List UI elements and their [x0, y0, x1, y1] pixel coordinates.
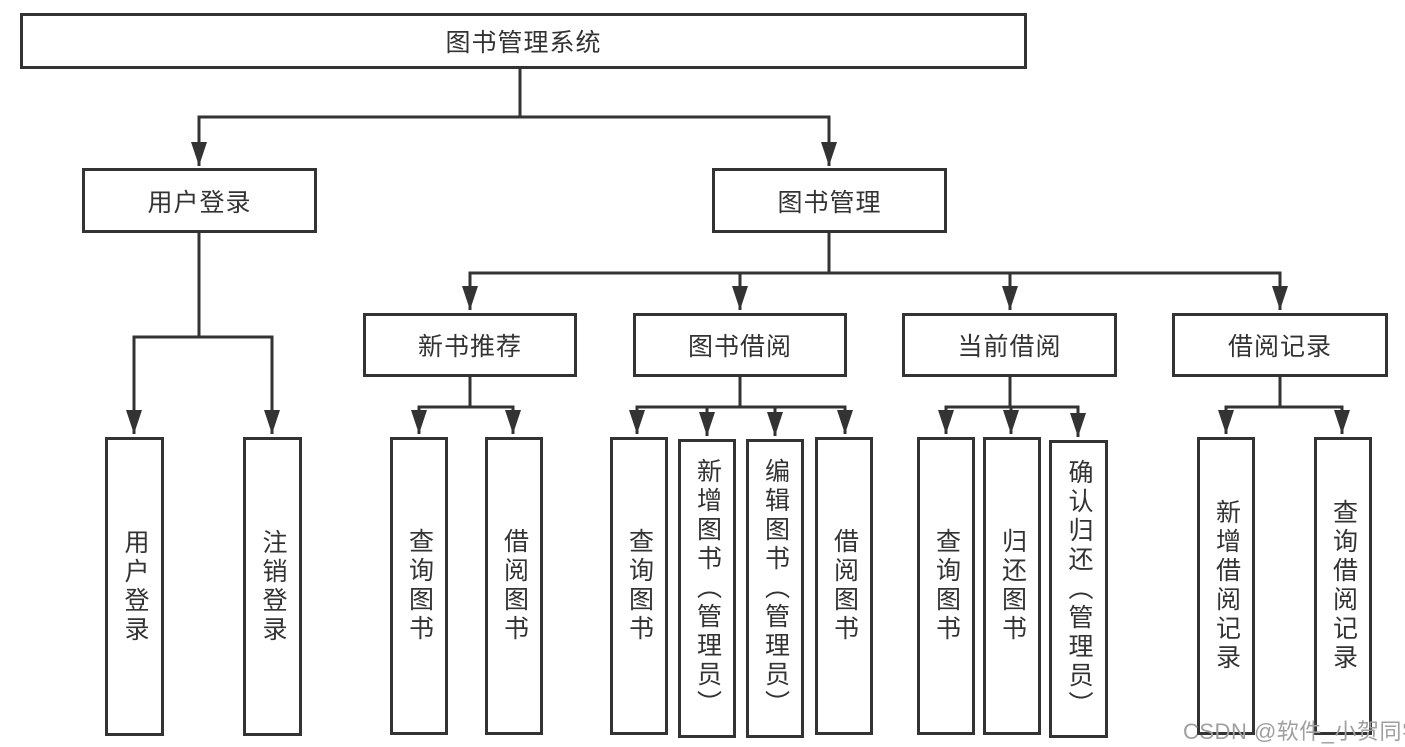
node-new-book-recommend: 新书推荐 — [363, 313, 577, 377]
connector-mgmt-to-level3 — [462, 233, 1288, 310]
leaf-borrow-query-books-label: 查询图书 — [625, 528, 654, 644]
leaf-user-login: 用户登录 — [105, 437, 164, 736]
connector-borrow-to-leaves — [629, 377, 853, 436]
node-root-label: 图书管理系统 — [445, 29, 602, 57]
node-user-login: 用户登录 — [82, 168, 317, 233]
node-borrow-records: 借阅记录 — [1172, 313, 1388, 377]
leaf-borrow-edit-books-admin: 编辑图书（管理员） — [746, 439, 804, 738]
leaf-current-return-books: 归还图书 — [983, 437, 1041, 735]
connector-root-to-level2 — [191, 69, 837, 166]
connector-current-to-leaves — [938, 377, 1086, 437]
watermark: CSDN @软件_小贺同学 — [1183, 719, 1405, 744]
leaf-borrow-borrow-books-label: 借阅图书 — [830, 528, 859, 644]
leaf-newbooks-borrow-books-label: 借阅图书 — [500, 528, 529, 644]
node-book-borrow-label: 图书借阅 — [687, 333, 792, 361]
node-new-book-recommend-label: 新书推荐 — [417, 333, 522, 361]
leaf-records-add-record-label: 新增借阅记录 — [1212, 499, 1241, 673]
leaf-records-add-record: 新增借阅记录 — [1197, 437, 1255, 735]
leaf-borrow-borrow-books: 借阅图书 — [815, 437, 873, 735]
leaf-current-query-books-label: 查询图书 — [932, 528, 961, 644]
node-book-borrow: 图书借阅 — [633, 313, 847, 377]
node-root: 图书管理系统 — [20, 13, 1027, 69]
node-book-management: 图书管理 — [712, 168, 947, 233]
connector-newbooks-to-leaves — [411, 377, 521, 434]
leaf-newbooks-query-books: 查询图书 — [390, 437, 448, 735]
leaf-current-confirm-return-admin: 确认归还（管理员） — [1049, 440, 1108, 738]
leaf-borrow-add-books-admin: 新增图书（管理员） — [678, 439, 736, 738]
leaf-user-login-label: 用户登录 — [121, 528, 149, 645]
leaf-logout-login: 注销登录 — [243, 437, 302, 736]
node-borrow-records-label: 借阅记录 — [1227, 333, 1332, 361]
node-current-borrow-label: 当前借阅 — [957, 333, 1062, 361]
connector-records-to-leaves — [1218, 377, 1350, 434]
leaf-records-query-record: 查询借阅记录 — [1314, 437, 1372, 735]
leaf-borrow-edit-books-admin-label: 编辑图书（管理员） — [761, 458, 790, 719]
leaf-current-query-books: 查询图书 — [917, 437, 975, 735]
leaf-current-confirm-return-admin-label: 确认归还（管理员） — [1065, 458, 1093, 720]
leaf-borrow-query-books: 查询图书 — [610, 437, 668, 735]
node-user-login-label: 用户登录 — [147, 188, 252, 217]
node-current-borrow: 当前借阅 — [902, 313, 1117, 377]
leaf-logout-login-label: 注销登录 — [259, 528, 287, 645]
leaf-borrow-add-books-admin-label: 新增图书（管理员） — [693, 458, 722, 719]
leaf-current-return-books-label: 归还图书 — [998, 528, 1027, 644]
connector-login-to-leaves — [126, 233, 280, 434]
node-book-management-label: 图书管理 — [777, 188, 882, 217]
leaf-records-query-record-label: 查询借阅记录 — [1329, 499, 1358, 673]
leaf-newbooks-query-books-label: 查询图书 — [405, 528, 434, 644]
leaf-newbooks-borrow-books: 借阅图书 — [485, 437, 543, 735]
